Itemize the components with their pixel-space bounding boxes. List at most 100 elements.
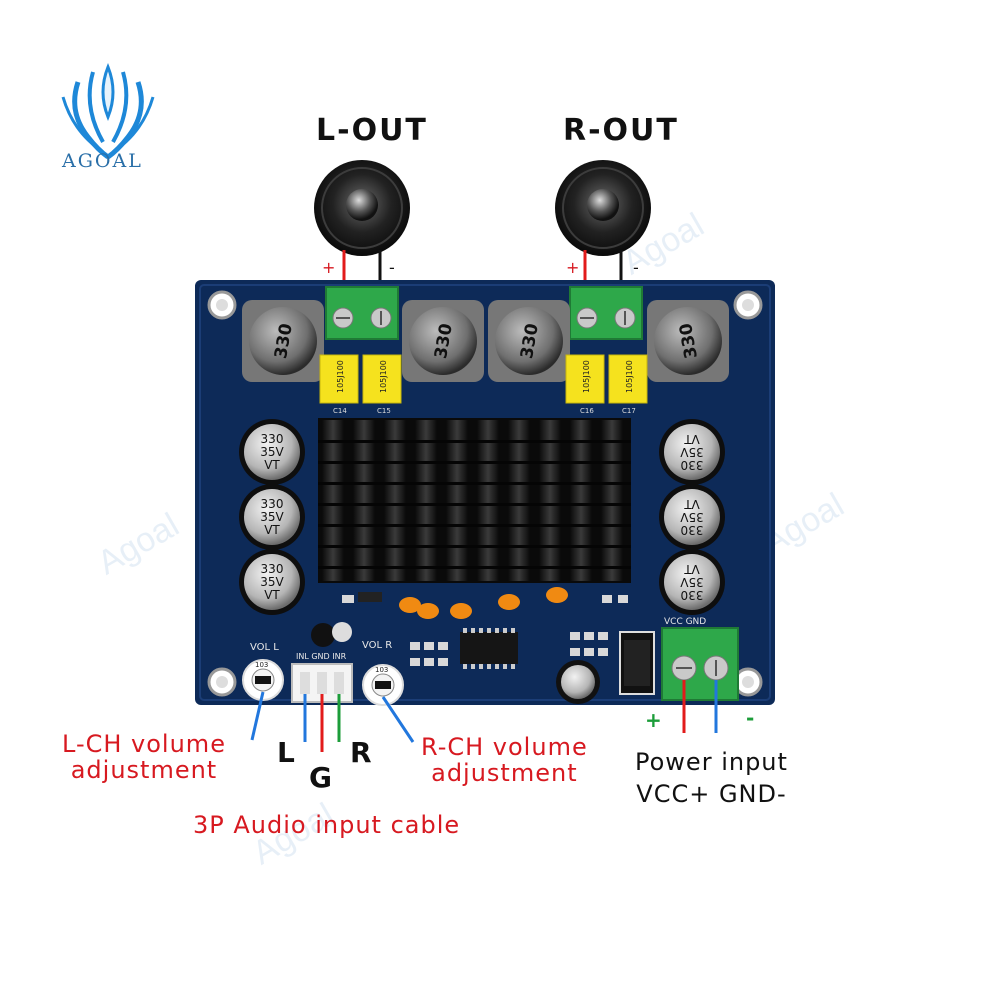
svg-text:330: 330 bbox=[681, 523, 704, 537]
right-out-label: R-OUT bbox=[563, 113, 679, 148]
ic-pin bbox=[471, 628, 475, 633]
heatsink-groove bbox=[318, 566, 631, 569]
left-output-terminal bbox=[325, 286, 399, 340]
pot-marking-right: 103 bbox=[375, 666, 388, 674]
film-cap-marking-1: 105J100 bbox=[336, 360, 345, 393]
left-speaker-icon bbox=[314, 160, 410, 256]
heatsink-groove bbox=[318, 545, 631, 548]
heatsink-fin bbox=[508, 420, 530, 581]
film-capacitors bbox=[319, 354, 648, 404]
ic-pin bbox=[487, 664, 491, 669]
svg-text:VT: VT bbox=[264, 458, 280, 472]
brand-name: AGOAL bbox=[62, 150, 143, 172]
silk-vcc-gnd: VCC GND bbox=[664, 617, 706, 627]
ic-pin bbox=[479, 628, 483, 633]
heatsink-fin bbox=[322, 420, 344, 581]
svg-text:VT: VT bbox=[684, 562, 700, 576]
ic-pin bbox=[463, 628, 467, 633]
ic-pin bbox=[511, 664, 515, 669]
electrolytic-capacitors bbox=[239, 419, 725, 615]
heatsink-fin bbox=[415, 420, 437, 581]
svg-text:35V: 35V bbox=[679, 445, 703, 459]
heatsink-fin bbox=[539, 420, 561, 581]
film-cap-marking-4: 105J100 bbox=[625, 360, 634, 393]
ic-pin bbox=[463, 664, 467, 669]
svg-text:330: 330 bbox=[681, 458, 704, 472]
ic-pin bbox=[503, 664, 507, 669]
power-plus-label: + bbox=[645, 708, 662, 732]
svg-text:VT: VT bbox=[264, 588, 280, 602]
right-output-terminal bbox=[569, 286, 643, 340]
ceramic-capacitors bbox=[399, 587, 568, 619]
silk-c16: C16 bbox=[580, 407, 594, 415]
svg-text:330: 330 bbox=[261, 432, 284, 446]
ic-pin bbox=[495, 628, 499, 633]
small-electrolytic-capacitor bbox=[311, 622, 600, 704]
diode bbox=[619, 631, 655, 695]
svg-text:VT: VT bbox=[264, 523, 280, 537]
ic-pin bbox=[503, 628, 507, 633]
left-minus-label: - bbox=[389, 258, 395, 277]
left-volume-potentiometer bbox=[242, 659, 284, 701]
pin-l-label: L bbox=[277, 736, 295, 769]
svg-text:330: 330 bbox=[261, 497, 284, 511]
heatsink-fin bbox=[601, 420, 623, 581]
silk-c15: C15 bbox=[377, 407, 391, 415]
silk-vol-l: VOL L bbox=[250, 642, 279, 653]
svg-text:35V: 35V bbox=[260, 510, 284, 524]
right-speaker-icon bbox=[555, 160, 651, 256]
svg-text:35V: 35V bbox=[260, 445, 284, 459]
right-volume-potentiometer bbox=[362, 664, 404, 706]
heatsink-fin bbox=[477, 420, 499, 581]
heatsink-fin bbox=[570, 420, 592, 581]
silk-vol-r: VOL R bbox=[362, 640, 392, 651]
pin-r-label: R bbox=[350, 736, 372, 769]
heatsink-groove bbox=[318, 461, 631, 464]
power-terminal bbox=[661, 627, 739, 701]
pin-g-label: G bbox=[309, 761, 332, 794]
heatsink-groove bbox=[318, 482, 631, 485]
left-plus-label: + bbox=[322, 258, 336, 277]
ic-chip bbox=[460, 628, 518, 669]
pot-marking-left: 103 bbox=[255, 661, 268, 669]
power-minus-label: - bbox=[746, 706, 755, 730]
ic-pin bbox=[511, 628, 515, 633]
silk-input-pins: INL GND INR bbox=[296, 652, 347, 661]
svg-text:35V: 35V bbox=[679, 510, 703, 524]
heatsink-groove bbox=[318, 440, 631, 443]
agoal-logo-icon bbox=[61, 62, 155, 160]
ic-pin bbox=[471, 664, 475, 669]
svg-text:330: 330 bbox=[261, 562, 284, 576]
film-cap-marking-3: 105J100 bbox=[582, 360, 591, 393]
power-input-label: Power input VCC+ GND- bbox=[635, 748, 788, 808]
mounting-holes bbox=[207, 290, 763, 697]
svg-text:VT: VT bbox=[684, 432, 700, 446]
ic-pin bbox=[479, 664, 483, 669]
ic-pin bbox=[487, 628, 491, 633]
heatsink-groove bbox=[318, 524, 631, 527]
svg-text:35V: 35V bbox=[260, 575, 284, 589]
inductors bbox=[242, 300, 729, 382]
right-volume-label: R-CH volume adjustment bbox=[421, 733, 588, 787]
silk-c17: C17 bbox=[622, 407, 636, 415]
svg-text:VT: VT bbox=[684, 497, 700, 511]
svg-text:35V: 35V bbox=[679, 575, 703, 589]
left-volume-label: L-CH volume adjustment bbox=[62, 730, 226, 784]
heatsink-fin bbox=[446, 420, 468, 581]
heatsink-fin bbox=[353, 420, 375, 581]
svg-text:330: 330 bbox=[681, 588, 704, 602]
audio-cable-label: 3P Audio input cable bbox=[193, 811, 461, 839]
heatsink-groove bbox=[318, 503, 631, 506]
right-minus-label: - bbox=[633, 258, 639, 277]
smd-components bbox=[342, 592, 628, 666]
heatsink-fin bbox=[384, 420, 406, 581]
silk-c14: C14 bbox=[333, 407, 347, 415]
